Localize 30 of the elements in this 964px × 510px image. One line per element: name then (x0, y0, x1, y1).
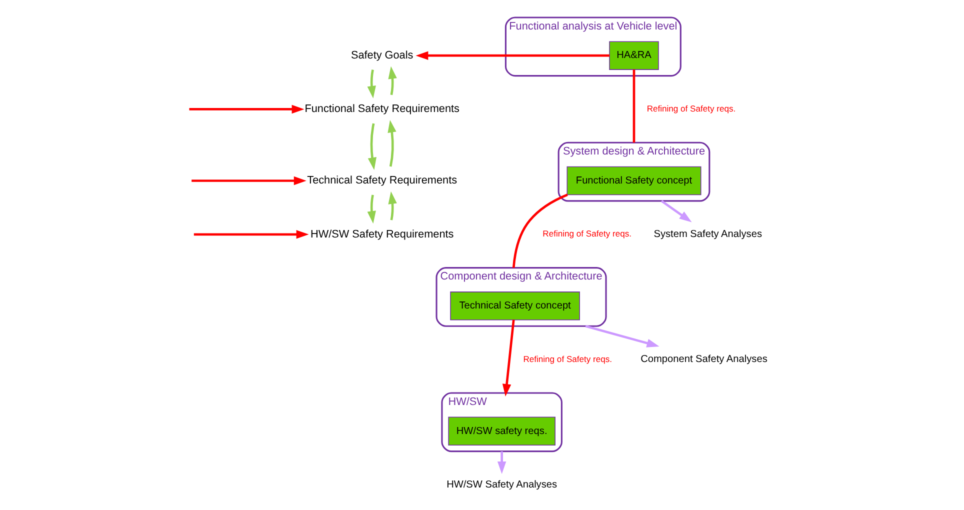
node-text: System Safety Analyses (654, 229, 762, 240)
arrow (585, 325, 660, 348)
connector (632, 70, 636, 143)
arrow (388, 120, 396, 167)
node-box: HW/SW safety reqs. (448, 416, 556, 446)
arrow (502, 320, 515, 396)
node-text: Technical Safety Requirements (307, 174, 458, 187)
node-text: Functional Safety Requirements (304, 103, 460, 116)
node-box: HA&RA (609, 41, 659, 70)
arrow (367, 70, 376, 98)
node-text: Safety Goals (350, 49, 414, 62)
connector (512, 194, 568, 268)
arrow (416, 51, 610, 60)
edge-label: Refining of Safety reqs. (523, 354, 612, 364)
arrow (367, 194, 376, 224)
arrow (194, 230, 309, 239)
node-box: Functional Safety concept (566, 166, 702, 196)
arrow (660, 200, 692, 222)
arrow (497, 451, 506, 474)
arrow (388, 191, 397, 220)
arrow (368, 123, 376, 170)
node-text: HW/SW Safety Analyses (446, 479, 558, 490)
node-box: Technical Safety concept (450, 292, 580, 320)
arrow (189, 104, 304, 114)
arrow (192, 176, 306, 186)
node-text: HW/SW Safety Requirements (310, 228, 454, 240)
edge-label: Refining of Safety reqs. (646, 103, 736, 114)
arrow (388, 66, 397, 96)
node-text: Component Safety Analyses (640, 354, 768, 366)
edge-label: Refining of Safety reqs. (542, 228, 632, 239)
